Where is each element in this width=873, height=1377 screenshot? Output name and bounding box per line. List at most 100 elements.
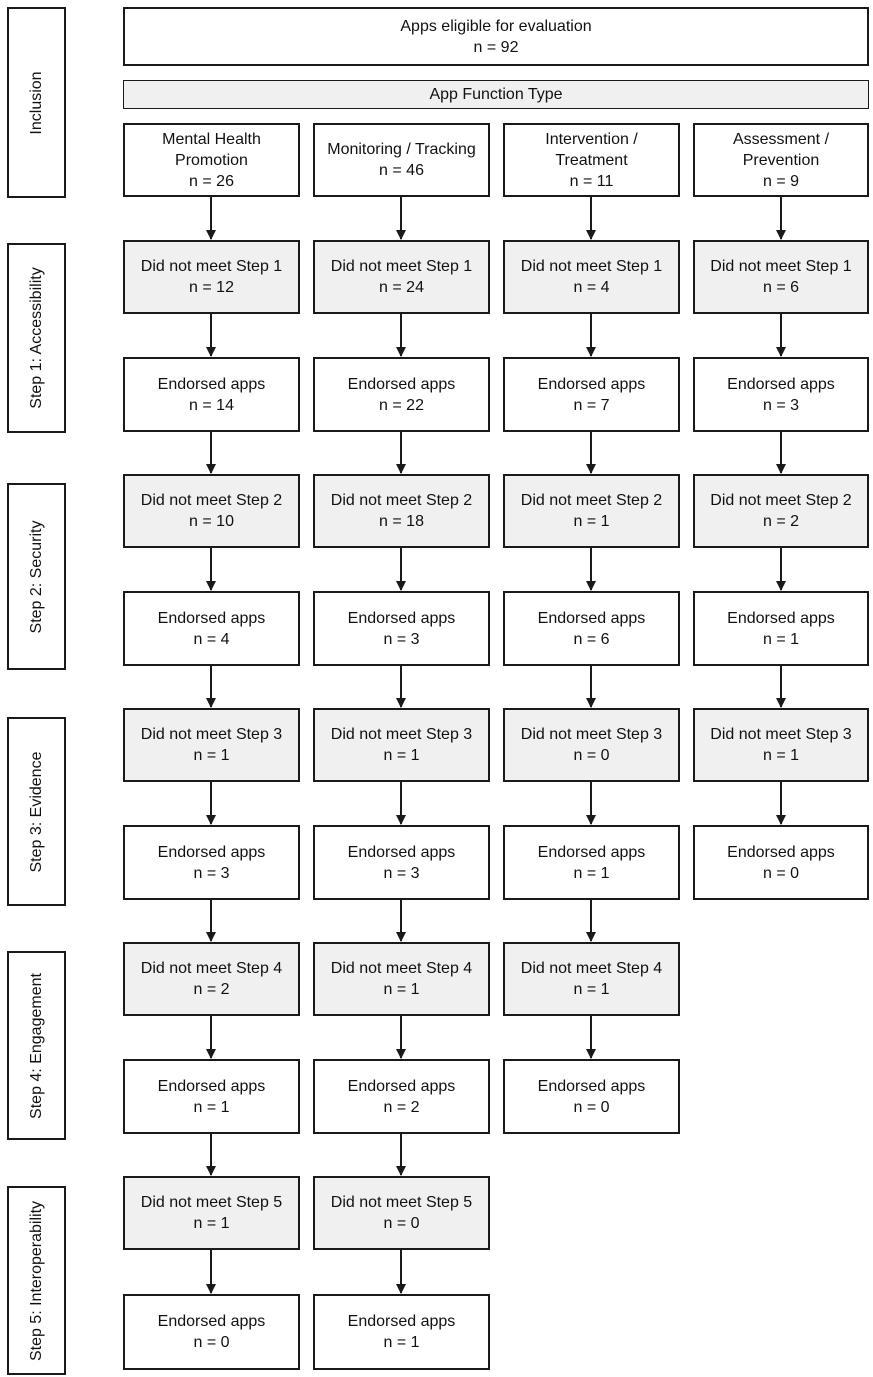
step3-endorsed-assessment: Endorsed apps n = 0	[693, 825, 869, 900]
fail-count: n = 1	[383, 981, 420, 998]
fail-label: Did not meet Step 2	[330, 492, 473, 509]
fail-count: n = 24	[379, 279, 424, 296]
fail-label: Did not meet Step 2	[140, 492, 283, 509]
step1-fail-mental-health: Did not meet Step 1 n = 12	[123, 240, 300, 314]
step3-endorsed-intervention: Endorsed apps n = 1	[503, 825, 680, 900]
endorsed-count: n = 4	[193, 630, 230, 648]
step5-endorsed-mental-health: Endorsed apps n = 0	[123, 1294, 300, 1370]
endorsed-label: Endorsed apps	[347, 375, 456, 393]
step5-fail-mental-health: Did not meet Step 5 n = 1	[123, 1176, 300, 1250]
category-intervention-treatment: Intervention / Treatment n = 11	[503, 123, 680, 197]
category-count: n = 26	[189, 172, 234, 190]
step5-endorsed-monitoring: Endorsed apps n = 1	[313, 1294, 490, 1370]
fail-label: Did not meet Step 2	[520, 492, 663, 509]
category-line2: Prevention	[742, 151, 820, 169]
step1-endorsed-intervention: Endorsed apps n = 7	[503, 357, 680, 432]
endorsed-count: n = 0	[193, 1334, 230, 1351]
category-line1: Monitoring / Tracking	[327, 141, 476, 158]
step1-endorsed-mental-health: Endorsed apps n = 14	[123, 357, 300, 432]
endorsed-count: n = 22	[379, 396, 424, 414]
endorsed-label: Endorsed apps	[347, 1313, 456, 1330]
fail-label: Did not meet Step 5	[330, 1194, 473, 1211]
stage-inclusion: Inclusion	[7, 7, 66, 198]
endorsed-count: n = 0	[573, 1098, 610, 1116]
step2-fail-assessment: Did not meet Step 2 n = 2	[693, 474, 869, 548]
category-assessment-prevention: Assessment / Prevention n = 9	[693, 123, 869, 197]
endorsed-label: Endorsed apps	[727, 609, 835, 627]
step3-fail-assessment: Did not meet Step 3 n = 1	[693, 708, 869, 782]
step4-endorsed-intervention: Endorsed apps n = 0	[503, 1059, 680, 1134]
fail-count: n = 1	[573, 981, 610, 998]
fail-count: n = 2	[762, 513, 800, 530]
endorsed-label: Endorsed apps	[537, 1077, 646, 1095]
stage-step1-accessibility: Step 1: Accessibility	[7, 243, 66, 433]
fail-label: Did not meet Step 4	[520, 960, 663, 977]
endorsed-count: n = 7	[573, 396, 610, 414]
step3-fail-mental-health: Did not meet Step 3 n = 1	[123, 708, 300, 782]
endorsed-count: n = 1	[383, 1334, 420, 1351]
fail-count: n = 1	[573, 513, 610, 530]
step4-fail-mental-health: Did not meet Step 4 n = 2	[123, 942, 300, 1016]
endorsed-label: Endorsed apps	[537, 843, 646, 861]
step4-endorsed-monitoring: Endorsed apps n = 2	[313, 1059, 490, 1134]
step1-fail-intervention: Did not meet Step 1 n = 4	[503, 240, 680, 314]
stage-step4-engagement: Step 4: Engagement	[7, 951, 66, 1140]
fail-count: n = 1	[193, 1215, 230, 1232]
category-line2: Promotion	[175, 151, 248, 169]
endorsed-label: Endorsed apps	[157, 375, 266, 393]
stage-step2-security: Step 2: Security	[7, 483, 66, 670]
endorsed-count: n = 14	[189, 396, 234, 414]
fail-label: Did not meet Step 3	[140, 726, 283, 743]
fail-count: n = 4	[573, 279, 610, 296]
step4-fail-monitoring: Did not meet Step 4 n = 1	[313, 942, 490, 1016]
eligible-apps-title: Apps eligible for evaluation	[400, 17, 592, 35]
step2-endorsed-assessment: Endorsed apps n = 1	[693, 591, 869, 666]
step3-fail-intervention: Did not meet Step 3 n = 0	[503, 708, 680, 782]
fail-count: n = 1	[383, 747, 420, 764]
endorsed-count: n = 6	[573, 630, 610, 648]
fail-label: Did not meet Step 5	[140, 1194, 283, 1211]
fail-count: n = 0	[383, 1215, 420, 1232]
endorsed-label: Endorsed apps	[347, 843, 456, 861]
category-count: n = 11	[569, 172, 614, 190]
endorsed-count: n = 1	[762, 630, 800, 648]
fail-count: n = 12	[189, 279, 234, 296]
endorsed-count: n = 3	[193, 864, 230, 882]
fail-label: Did not meet Step 1	[520, 258, 663, 275]
endorsed-label: Endorsed apps	[727, 843, 835, 861]
fail-count: n = 18	[379, 513, 424, 530]
fail-label: Did not meet Step 1	[140, 258, 283, 275]
category-mental-health-promotion: Mental Health Promotion n = 26	[123, 123, 300, 197]
endorsed-count: n = 3	[762, 396, 800, 414]
step4-endorsed-mental-health: Endorsed apps n = 1	[123, 1059, 300, 1134]
endorsed-label: Endorsed apps	[347, 1077, 456, 1095]
step1-endorsed-assessment: Endorsed apps n = 3	[693, 357, 869, 432]
endorsed-label: Endorsed apps	[157, 1313, 266, 1330]
step4-fail-intervention: Did not meet Step 4 n = 1	[503, 942, 680, 1016]
endorsed-label: Endorsed apps	[347, 609, 456, 627]
fail-label: Did not meet Step 2	[710, 492, 852, 509]
fail-count: n = 0	[573, 747, 610, 764]
endorsed-count: n = 0	[762, 864, 800, 882]
endorsed-label: Endorsed apps	[727, 375, 835, 393]
fail-label: Did not meet Step 3	[710, 726, 852, 743]
fail-label: Did not meet Step 1	[330, 258, 473, 275]
stage-step5-interoperability: Step 5: Interoperability	[7, 1186, 66, 1375]
fail-count: n = 1	[193, 747, 230, 764]
endorsed-count: n = 3	[383, 630, 420, 648]
step2-endorsed-intervention: Endorsed apps n = 6	[503, 591, 680, 666]
fail-count: n = 1	[762, 747, 800, 764]
fail-label: Did not meet Step 3	[330, 726, 473, 743]
endorsed-label: Endorsed apps	[157, 1077, 266, 1095]
fail-label: Did not meet Step 1	[710, 258, 852, 275]
endorsed-label: Endorsed apps	[157, 843, 266, 861]
endorsed-label: Endorsed apps	[157, 609, 266, 627]
endorsed-count: n = 2	[383, 1098, 420, 1116]
fail-label: Did not meet Step 4	[140, 960, 283, 977]
function-type-bar: App Function Type	[123, 80, 869, 109]
category-monitoring-tracking: Monitoring / Tracking n = 46	[313, 123, 490, 197]
step3-fail-monitoring: Did not meet Step 3 n = 1	[313, 708, 490, 782]
fail-count: n = 10	[189, 513, 234, 530]
category-count: n = 46	[379, 162, 424, 179]
category-line1: Intervention /	[545, 130, 638, 148]
